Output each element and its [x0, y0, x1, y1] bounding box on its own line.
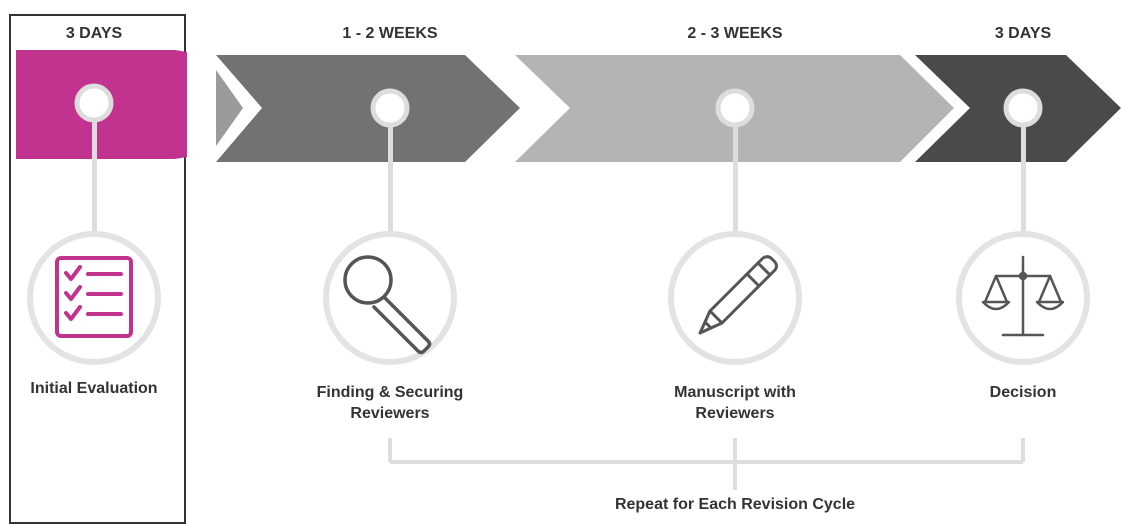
- magnifying-glass-icon: [343, 255, 432, 355]
- connector-1: [92, 105, 97, 235]
- node-1: [74, 83, 114, 123]
- checklist-icon: [55, 256, 133, 338]
- stage-4-name: Decision: [989, 384, 1057, 401]
- scales-icon: [981, 255, 1065, 337]
- node-4: [1003, 88, 1043, 128]
- icon-circle-1: [27, 231, 161, 365]
- node-2: [370, 88, 410, 128]
- revision-bracket: [388, 438, 1025, 490]
- stage-nodes: [74, 83, 1043, 128]
- icon-circle-2: [323, 231, 457, 365]
- icon-circles: [27, 231, 1090, 365]
- node-3: [715, 88, 755, 128]
- stage-4-duration: 3 DAYS: [994, 25, 1052, 42]
- stage-1-duration: 3 DAYS: [65, 25, 123, 42]
- stage-1-name: Initial Evaluation: [30, 380, 158, 397]
- repeat-cycle-label: Repeat for Each Revision Cycle: [614, 496, 856, 513]
- connector-3: [733, 105, 738, 250]
- icon-circle-3: [668, 231, 802, 365]
- connector-2: [388, 105, 393, 250]
- stage-2-duration: 1 - 2 WEEKS: [342, 25, 438, 42]
- stage-2-name: Finding & Securing Reviewers: [316, 384, 464, 422]
- stage-3-name: Manuscript with Reviewers: [674, 384, 796, 422]
- pencil-icon: [698, 255, 778, 335]
- connector-4: [1021, 105, 1026, 250]
- stage-2-leading-tip: [216, 70, 243, 146]
- stage-connectors: [92, 105, 1026, 250]
- stage-2-band: [216, 55, 520, 162]
- stage-3-duration: 2 - 3 WEEKS: [687, 25, 783, 42]
